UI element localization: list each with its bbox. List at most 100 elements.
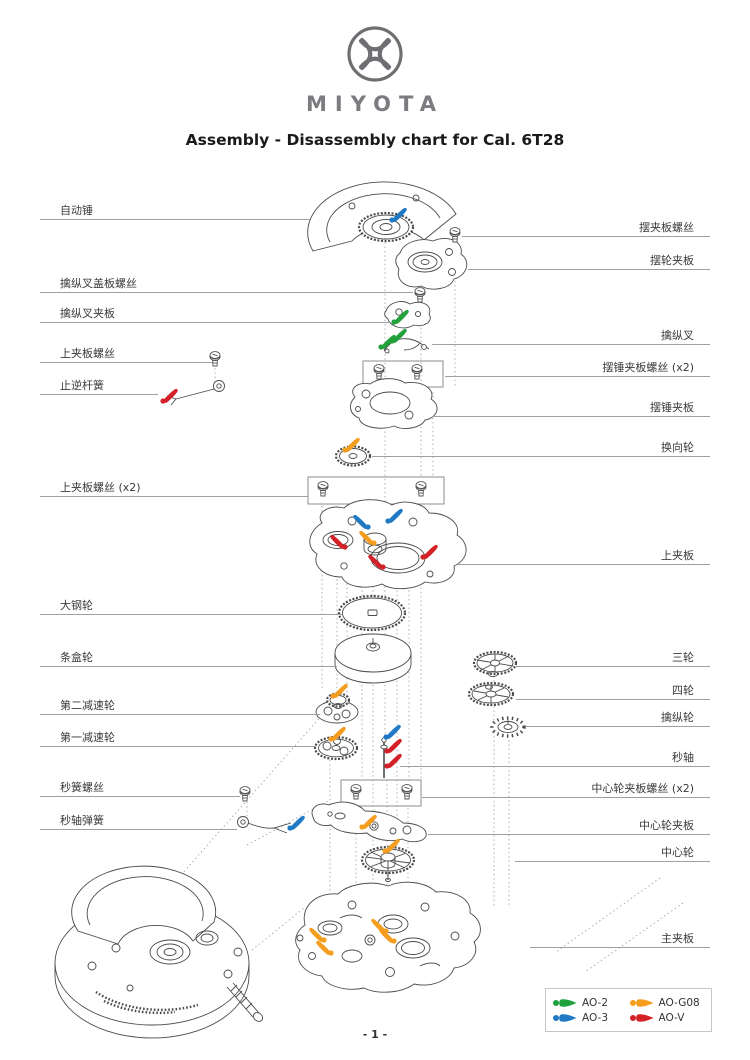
fourth-wheel-illustration: [467, 681, 515, 707]
part-label-text: 上夹板螺丝 (x2): [60, 481, 141, 494]
part-label-barrel: 条盒轮: [40, 650, 337, 667]
part-label-escape-wheel: 擒纵轮: [526, 710, 710, 727]
legend-item-ao2: AO-2: [552, 997, 629, 1009]
part-label-text: 四轮: [672, 684, 694, 697]
winding-stem-illustration: [226, 982, 264, 1022]
part-label-second-spring-screw: 秒簧螺丝: [40, 780, 240, 797]
part-label-ratchet-wheel: 大钢轮: [40, 598, 342, 615]
part-label-text: 上夹板: [661, 549, 694, 562]
screw-icon: [401, 784, 413, 800]
part-label-text: 擒纵叉: [661, 329, 694, 342]
part-label-main-plate: 主夹板: [530, 931, 710, 948]
part-label-text: 第二减速轮: [60, 699, 115, 712]
legend-item-aov: AO-V: [629, 1012, 706, 1024]
part-label-text: 中心轮夹板螺丝 (x2): [591, 782, 694, 795]
second-shaft-spring-illustration: [237, 816, 292, 834]
part-label-text: 中心轮夹板: [639, 819, 694, 832]
brand-wordmark: MIYOTA: [306, 92, 444, 116]
part-label-first-reduction-wheel: 第一减速轮: [40, 730, 316, 747]
part-label-hammer-bridge: 摆锤夹板: [432, 400, 710, 417]
part-label-text: 摆夹板螺丝: [639, 221, 694, 234]
part-label-fourth-wheel: 四轮: [516, 683, 710, 700]
legend-item-aog08: AO-G08: [629, 997, 706, 1009]
second-reduction-wheel-illustration: [315, 692, 359, 724]
screw-icon: [411, 364, 423, 380]
oil-drop-red-icon: [629, 1013, 653, 1022]
balance-bridge-illustration: [395, 237, 468, 290]
pallet-bridge-illustration: [384, 301, 431, 329]
part-label-upper-bridge-screw: 上夹板螺丝: [40, 346, 212, 363]
part-label-center-wheel: 中心轮: [515, 845, 710, 862]
screw-icon: [414, 287, 426, 303]
part-label-text: 上夹板螺丝: [60, 347, 115, 360]
part-label-text: 摆锤夹板螺丝 (x2): [602, 361, 694, 374]
screw-icon: [373, 364, 385, 380]
pallet-fork-illustration: [383, 338, 430, 354]
oscillating-weight-illustration: [307, 181, 457, 252]
screw-icon: [239, 786, 251, 802]
oil-legend: AO-2 AO-G08 AO-3 AO-V: [545, 988, 712, 1032]
second-shaft-illustration: [380, 737, 388, 778]
part-label-text: 摆轮夹板: [650, 254, 694, 267]
part-label-text: 三轮: [672, 651, 694, 664]
part-label-text: 中心轮: [661, 846, 694, 859]
reversing-wheel-illustration: [334, 445, 372, 467]
part-label-second-reduction-wheel: 第二减速轮: [40, 698, 320, 715]
center-wheel-illustration: [360, 845, 416, 882]
part-label-pallet-bridge: 擒纵叉夹板: [40, 306, 390, 323]
first-reduction-wheel-illustration: [313, 735, 359, 761]
screw-icon: [317, 481, 329, 497]
escape-wheel-illustration: [490, 716, 526, 738]
part-label-second-shaft: 秒轴: [400, 750, 710, 767]
part-label-center-wheel-bridge: 中心轮夹板: [428, 818, 710, 835]
part-label-oscillating-weight: 自动锤: [40, 203, 310, 220]
part-label-text: 擒纵叉盖板螺丝: [60, 277, 137, 290]
part-label-text: 秒轴弹簧: [60, 814, 104, 827]
miyota-logo-icon: [347, 26, 403, 82]
screw-icon: [415, 481, 427, 497]
part-label-click-spring: 止逆杆簧: [40, 378, 158, 395]
oil-marker-ao3-icon: [383, 724, 401, 740]
oil-drop-green-icon: [553, 998, 577, 1007]
part-label-text: 秒簧螺丝: [60, 781, 104, 794]
part-label-text: 自动锤: [60, 204, 93, 217]
part-label-text: 换向轮: [661, 441, 694, 454]
barrel-illustration: [334, 633, 412, 684]
screw-icon: [350, 784, 362, 800]
page-title: Assembly - Disassembly chart for Cal. 6T…: [185, 131, 565, 149]
part-label-second-shaft-spring: 秒轴弹簧: [40, 813, 237, 830]
oil-drop-orange-icon: [629, 998, 653, 1007]
part-label-balance-bridge: 摆轮夹板: [468, 253, 710, 270]
assembled-movement-illustration: [54, 865, 264, 1039]
ratchet-wheel-illustration: [337, 594, 407, 632]
legend-item-ao3: AO-3: [552, 1012, 629, 1024]
legend-label: AO-2: [582, 996, 609, 1009]
center-wheel-bridge-screws-box: [340, 779, 422, 807]
part-label-text: 秒轴: [672, 751, 694, 764]
part-label-upper-bridge-screws-x2: 上夹板螺丝 (x2): [40, 480, 308, 497]
oil-drop-blue-icon: [553, 1013, 577, 1022]
part-label-pallet-fork: 擒纵叉: [432, 328, 710, 345]
upper-bridge-illustration: [309, 499, 467, 590]
part-label-text: 擒纵轮: [661, 711, 694, 724]
part-label-balance-bridge-screw: 摆夹板螺丝: [462, 220, 710, 237]
part-label-pallet-cover-screw: 擒纵叉盖板螺丝: [40, 276, 413, 293]
part-label-text: 止逆杆簧: [60, 379, 104, 392]
hammer-bridge-illustration: [350, 378, 438, 429]
part-label-upper-bridge: 上夹板: [458, 548, 710, 565]
legend-label: AO-G08: [658, 996, 700, 1009]
page-number: - 1 -: [362, 1028, 388, 1041]
part-label-text: 条盒轮: [60, 651, 93, 664]
part-label-text: 主夹板: [661, 932, 694, 945]
legend-label: AO-V: [658, 1011, 685, 1024]
legend-label: AO-3: [582, 1011, 609, 1024]
part-label-reversing-wheel: 换向轮: [372, 440, 710, 457]
part-label-third-wheel: 三轮: [516, 650, 710, 667]
part-label-text: 第一减速轮: [60, 731, 115, 744]
part-label-hammer-bridge-screws-x2: 摆锤夹板螺丝 (x2): [445, 360, 710, 377]
part-label-text: 大钢轮: [60, 599, 93, 612]
oil-marker-aov-icon: [160, 388, 178, 404]
header: MIYOTA: [0, 0, 750, 116]
